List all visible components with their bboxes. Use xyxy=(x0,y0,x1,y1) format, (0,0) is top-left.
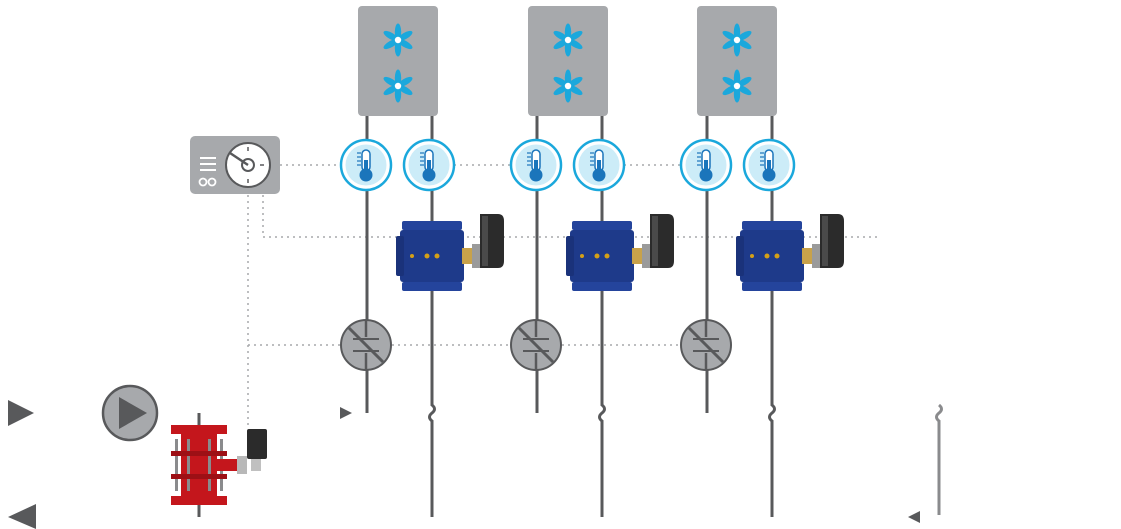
control-valve-icon xyxy=(736,214,844,291)
thermometer-icon xyxy=(679,138,733,192)
flow-arrow-icon xyxy=(8,400,34,426)
balancing-valve-icon xyxy=(171,425,267,505)
signal-lines xyxy=(247,164,880,425)
flow-arrows xyxy=(8,400,920,529)
thermometer-icon xyxy=(509,138,563,192)
controller-icon xyxy=(190,136,280,194)
thermometer-icon xyxy=(402,138,456,192)
fan-coil-icon xyxy=(358,6,438,116)
thermometer-icon xyxy=(742,138,796,192)
control-valve-icon xyxy=(566,214,674,291)
flow-arrow-icon xyxy=(908,511,920,523)
main-pipes xyxy=(20,411,1121,519)
pump-icon xyxy=(101,384,159,442)
control-valve-icon xyxy=(396,214,504,291)
fan-coil-icon xyxy=(697,6,777,116)
flow-arrow-icon xyxy=(8,504,36,529)
faded-risers xyxy=(872,210,943,515)
check-valve-icon xyxy=(339,318,393,372)
flow-arrow-icon xyxy=(340,407,352,419)
fan-coil-icon xyxy=(528,6,608,116)
check-valve-icon xyxy=(679,318,733,372)
thermometer-icon xyxy=(572,138,626,192)
check-valve-icon xyxy=(509,318,563,372)
thermometer-icon xyxy=(339,138,393,192)
